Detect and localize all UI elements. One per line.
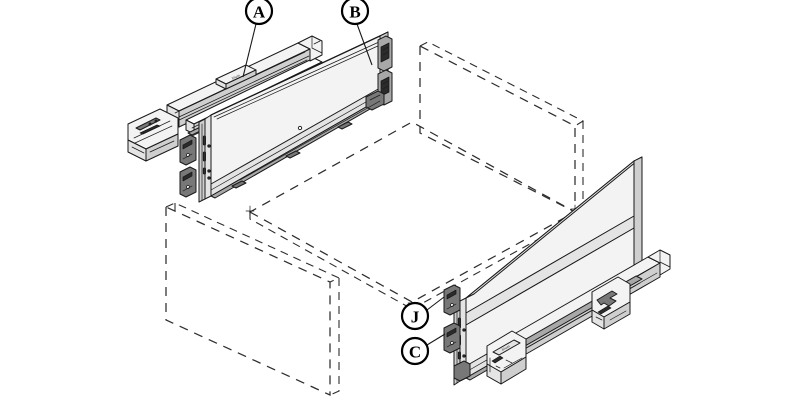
callout-a-label: A — [253, 3, 266, 22]
callout-c: C — [400, 333, 446, 366]
panel-rear-clip-top — [377, 35, 393, 72]
callout-b-label: B — [349, 3, 360, 22]
panel-bottom-corner-bracket — [365, 90, 385, 111]
drawer-side-panel-upper — [198, 31, 393, 203]
callout-b: B — [340, 0, 373, 66]
callout-c-label: C — [409, 343, 421, 362]
drawer-runner-lower: blum — [486, 249, 671, 385]
callout-b-circle — [340, 0, 370, 26]
callout-j-label: J — [411, 308, 420, 327]
callout-a-circle — [244, 0, 274, 26]
runner-front-coupler: blum — [486, 330, 527, 385]
callout-j-circle — [400, 301, 430, 331]
mounting-bracket-upper-left-1 — [179, 134, 197, 166]
mounting-bracket-upper-left-2 — [179, 166, 197, 198]
drawer-front-hidden-outline — [165, 202, 341, 396]
mounting-bracket-lower-2 — [443, 322, 461, 354]
callout-a-leader — [242, 23, 257, 78]
runner-locking-coupler — [591, 276, 631, 330]
runner-rear-end — [297, 35, 323, 62]
panel-screw-hole — [297, 125, 303, 131]
mounting-bracket-lower-1 — [443, 284, 461, 316]
callout-j-leader — [426, 296, 445, 311]
rail-tag-lower-text: blum — [501, 344, 510, 352]
callout-c-leader — [426, 333, 446, 346]
rail-tag-upper: blum — [215, 64, 257, 90]
runner-front-bracket — [127, 108, 179, 162]
callout-j: J — [400, 296, 445, 331]
callout-c-circle — [400, 336, 430, 366]
callout-a: A — [242, 0, 274, 78]
callout-b-leader — [356, 23, 373, 66]
rail-tag-upper-text: blum — [231, 73, 240, 80]
